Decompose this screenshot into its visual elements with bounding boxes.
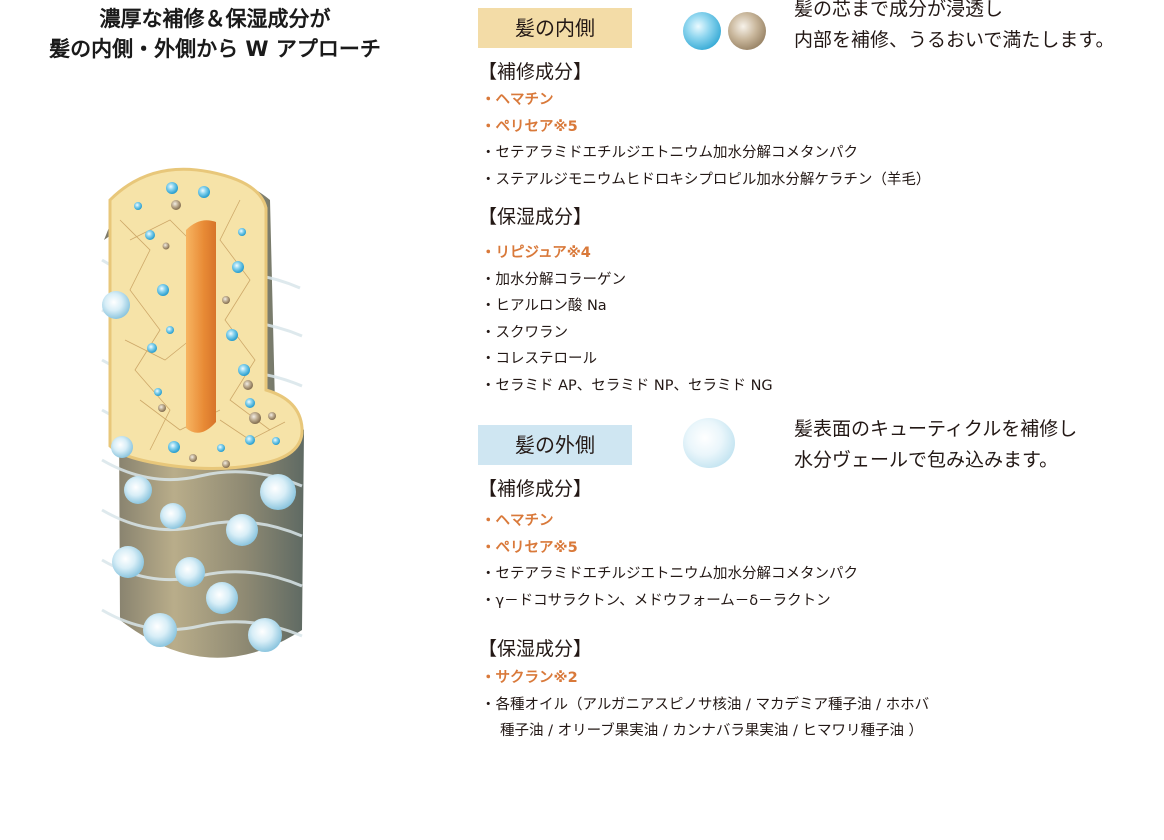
list-item: ・ステアルジモニウムヒドロキシプロピル加水分解ケラチン（羊毛） — [481, 171, 931, 188]
list-item: ・ペリセア※5 — [481, 118, 578, 135]
inner-desc-line-1: 髪の芯まで成分が浸透し — [794, 0, 1004, 20]
outer-particles — [102, 291, 296, 652]
inner-moist-list: ・リピジュア※4 ・加水分解コラーゲン ・ヒアルロン酸 Na ・スクワラン ・コ… — [481, 240, 773, 400]
list-item: ・コレステロール — [481, 351, 597, 368]
inner-desc-line-2: 内部を補修、うるおいで満たします。 — [794, 29, 1115, 51]
list-item: ・スクワラン — [481, 324, 568, 341]
blue-ingredient-orb-icon — [683, 12, 721, 50]
pale-ingredient-orb-icon — [683, 418, 735, 468]
list-item: ・加水分解コラーゲン — [481, 271, 626, 288]
list-item: ・γ－ドコサラクトン、メドウフォーム－δ－ラクトン — [481, 592, 831, 609]
inner-particles — [134, 182, 280, 468]
list-item: ・セラミド AP、セラミド NP、セラミド NG — [481, 377, 773, 394]
list-item: 種子油 / オリーブ果実油 / カンナバラ果実油 / ヒマワリ種子油 ） — [500, 723, 924, 740]
list-item: ・サクラン※2 — [481, 670, 578, 686]
inner-section-tag: 髪の内側 — [478, 8, 632, 48]
list-item: ・セテアラミドエチルジエトニウム加水分解コメタンパク — [481, 145, 858, 162]
headline-line-1: 濃厚な補修＆保湿成分が — [99, 7, 331, 31]
outer-desc-line-1: 髪表面のキューティクルを補修し — [794, 418, 1078, 440]
inner-description: 髪の芯まで成分が浸透し 内部を補修、うるおいで満たします。 — [794, 0, 1115, 56]
gold-ingredient-orb-icon — [728, 12, 766, 50]
headline-line-2: 髪の内側・外側から W アプローチ — [49, 37, 381, 61]
inner-repair-title: 【補修成分】 — [478, 61, 593, 83]
list-item: ・各種オイル（アルガニアスピノサ核油 / マカデミア種子油 / ホホバ — [481, 696, 930, 713]
outer-moist-list: ・サクラン※2 ・各種オイル（アルガニアスピノサ核油 / マカデミア種子油 / … — [481, 665, 929, 745]
outer-moist-title: 【保湿成分】 — [478, 638, 593, 660]
medulla-core — [186, 220, 216, 433]
list-item: ・ヒアルロン酸 Na — [481, 298, 607, 315]
list-item: ・ヘマチン — [481, 513, 554, 529]
outer-section-tag: 髪の外側 — [478, 425, 632, 465]
list-item: ・リピジュア※4 — [481, 245, 591, 261]
outer-repair-title: 【補修成分】 — [478, 478, 593, 500]
outer-repair-list: ・ヘマチン ・ペリセア※5 ・セテアラミドエチルジエトニウム加水分解コメタンパク… — [481, 508, 858, 614]
inner-moist-title: 【保湿成分】 — [478, 206, 593, 228]
list-item: ・ヘマチン — [481, 92, 554, 108]
hair-cross-section-illustration — [101, 167, 304, 658]
list-item: ・ペリセア※5 — [481, 539, 578, 556]
outer-description: 髪表面のキューティクルを補修し 水分ヴェールで包み込みます。 — [794, 414, 1077, 476]
inner-repair-list: ・ヘマチン ・ペリセア※5 ・セテアラミドエチルジエトニウム加水分解コメタンパク… — [481, 87, 930, 193]
outer-desc-line-2: 水分ヴェールで包み込みます。 — [794, 449, 1059, 471]
headline: 濃厚な補修＆保湿成分が 髪の内側・外側から W アプローチ — [10, 4, 420, 64]
list-item: ・セテアラミドエチルジエトニウム加水分解コメタンパク — [481, 566, 858, 583]
